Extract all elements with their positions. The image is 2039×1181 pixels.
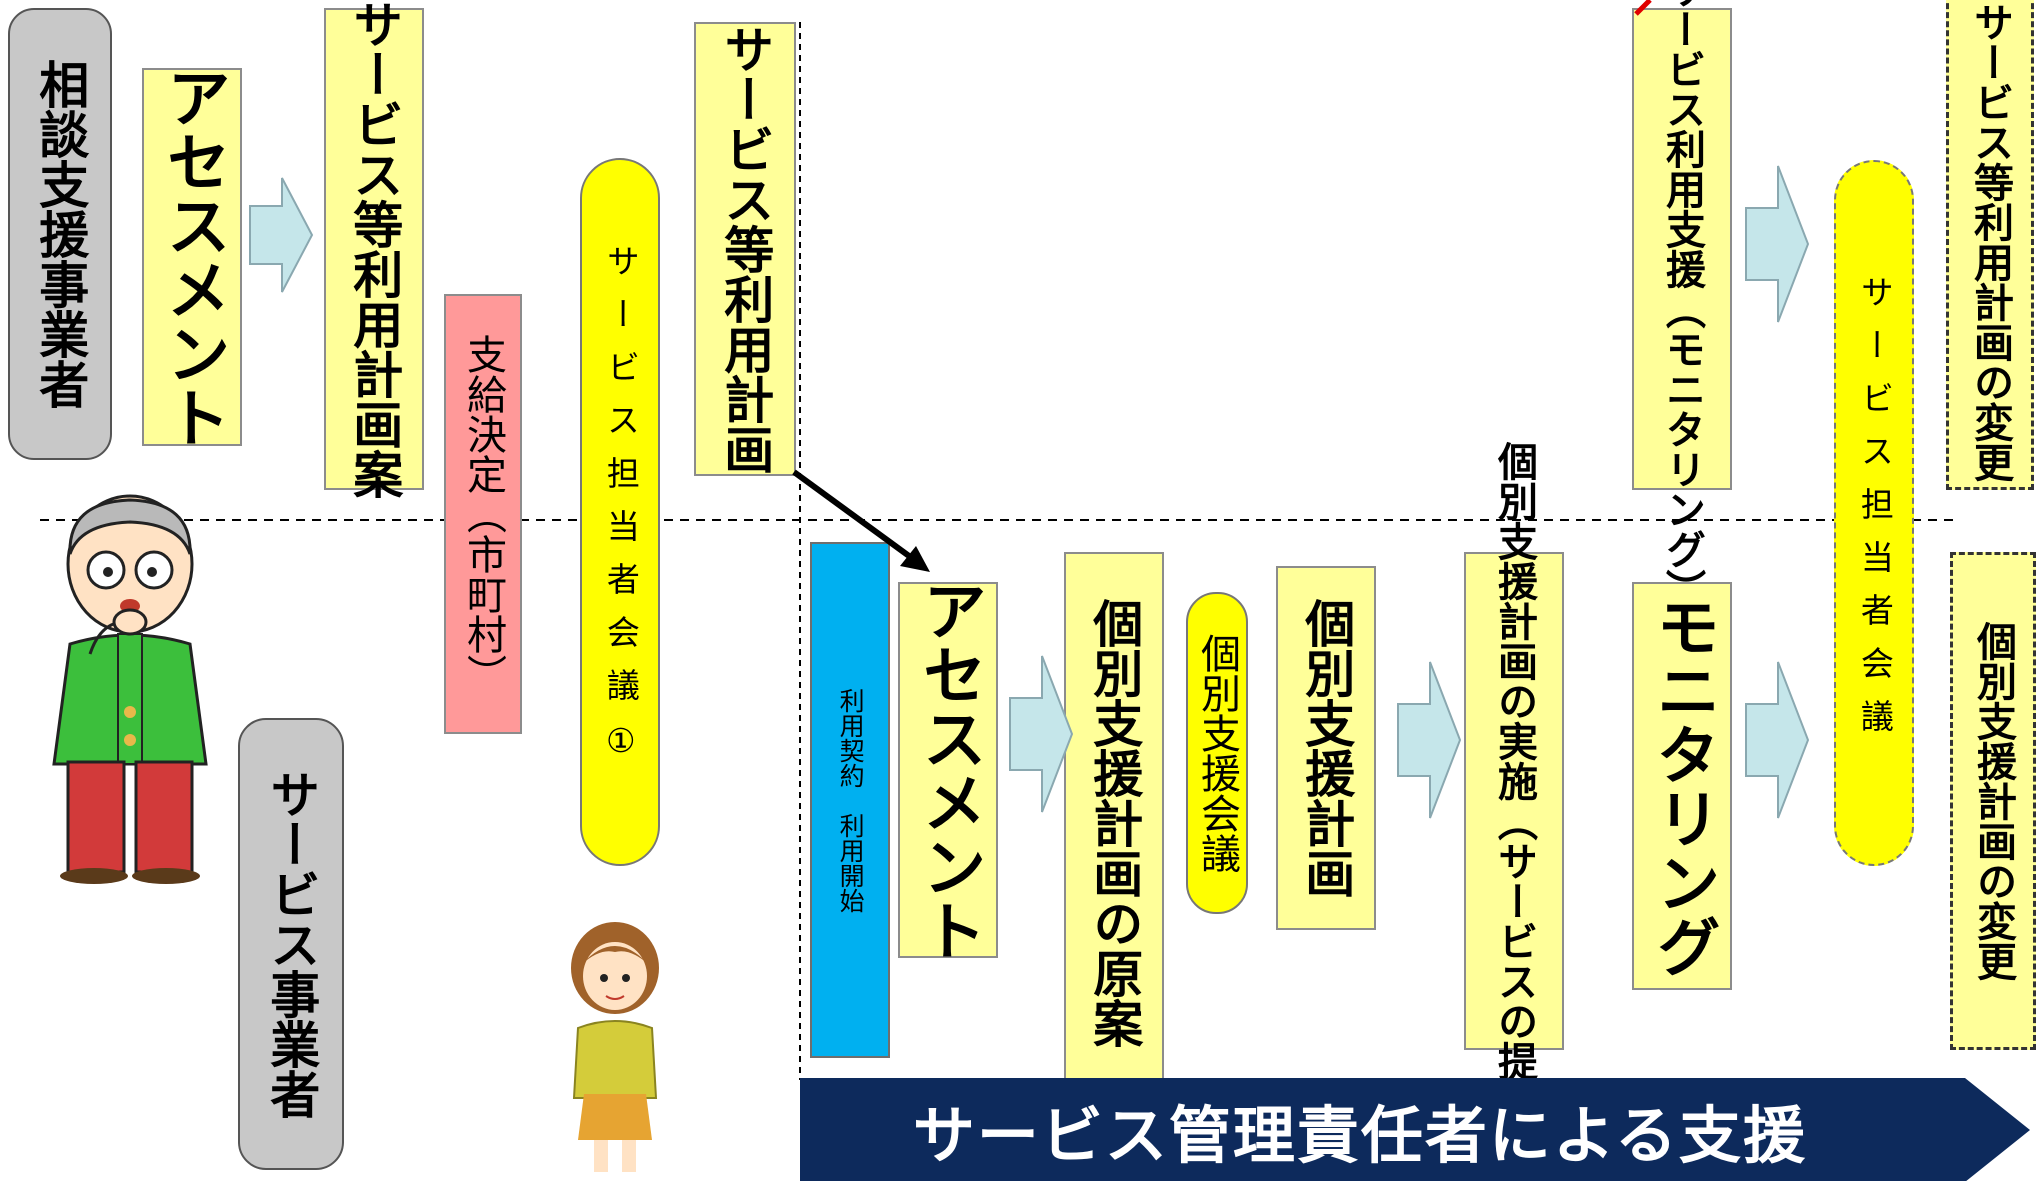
assessment-box-bottom: アセスメント bbox=[898, 578, 998, 962]
individual-plan-draft-box: 個別支援計画の原案 bbox=[1064, 552, 1164, 1094]
elderly-man-illustration bbox=[52, 494, 208, 884]
connector-arrow-icon bbox=[792, 469, 930, 572]
plan-implementation-box: 個別支援計画の実施（サービスの提供） bbox=[1464, 441, 1564, 1161]
service-meeting-1-pill: サービス担当者会議① bbox=[580, 158, 660, 866]
banner-arrow-shape bbox=[800, 1078, 2030, 1181]
individual-plan-box: 個別支援計画 bbox=[1276, 566, 1376, 930]
individual-plan-change-box: 個別支援計画の変更 bbox=[1950, 552, 2036, 1050]
flow-arrow-icon bbox=[1745, 165, 1810, 323]
flow-arrow-icon bbox=[1397, 661, 1462, 819]
continuous-support-box: 継続サービス利用支援（モニタリング） bbox=[1632, 0, 1732, 609]
flow-arrow-icon bbox=[249, 177, 314, 293]
woman-illustration bbox=[571, 922, 659, 1172]
service-provider-label: サービス事業者 bbox=[238, 718, 344, 1170]
assessment-box-top: アセスメント bbox=[142, 65, 242, 449]
service-plan-change-box: サービス等利用計画の変更 bbox=[1946, 0, 2034, 490]
individual-support-meeting-pill: 個別支援会議 bbox=[1186, 592, 1248, 914]
benefit-decision-box: 支給決定（市町村） bbox=[444, 294, 522, 734]
consultation-provider-label: 相談支援事業者 bbox=[8, 8, 112, 460]
flow-arrow-icon bbox=[1009, 655, 1074, 813]
contract-start-box: 利用契約 利用開始 bbox=[810, 542, 890, 1058]
service-meeting-2-pill: サービス担当者会議 bbox=[1834, 160, 1914, 866]
service-manager-support-banner: サービス管理責任者による支援 bbox=[912, 1098, 1808, 1172]
service-usage-plan-box: サービス等利用計画 bbox=[694, 22, 796, 476]
service-plan-draft-box: サービス等利用計画案 bbox=[324, 0, 424, 499]
red-arrow-tip bbox=[1634, 0, 1652, 16]
flow-arrow-icon bbox=[1745, 661, 1810, 819]
monitoring-box: モニタリング bbox=[1632, 582, 1732, 990]
